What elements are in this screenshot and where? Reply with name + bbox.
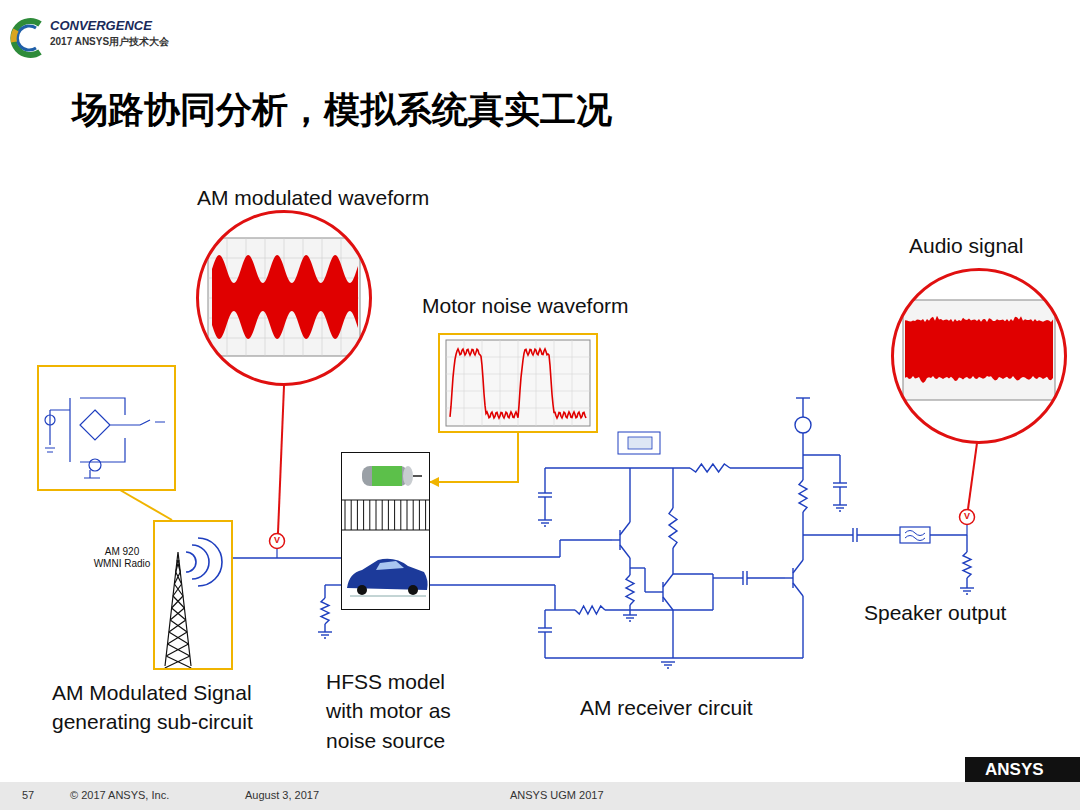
label: © 2017 ANSYS, Inc. [70, 789, 169, 802]
label: CONVERGENCE [50, 18, 152, 34]
label: 57 [22, 789, 34, 802]
filter-symbol [900, 527, 930, 543]
callout-arrow [430, 433, 518, 482]
signal-wire [233, 557, 341, 559]
subcircuit-inset [38, 366, 175, 490]
callout-text: AM modulated waveform [197, 185, 477, 210]
voltage-probe [270, 534, 285, 549]
plot-area [446, 340, 590, 426]
probe-block [628, 437, 652, 449]
plot-area [208, 238, 360, 356]
hfss-model-box: HFSS model with motor as noise source [341, 452, 430, 610]
motor-noise-waveform [450, 349, 586, 418]
hfss-pins [345, 500, 426, 530]
label: Speaker output [864, 600, 1006, 625]
label: V [963, 511, 971, 522]
leader-line [278, 386, 284, 533]
label: 2017 ANSYS用户技术大会 [50, 36, 169, 48]
label: AM receiver circuit [580, 695, 753, 720]
plot-area [903, 300, 1055, 400]
callout-text: AM Modulated Signal generating sub-circu… [52, 678, 292, 737]
callout-text: HFSS model with motor as noise source [326, 667, 471, 755]
label: August 3, 2017 [245, 789, 319, 802]
hfss-divider [341, 529, 430, 530]
logo-arc [17, 26, 36, 50]
callout-box: Motor noise waveform [438, 333, 598, 433]
logo-arc [13, 21, 40, 55]
probe-wire [966, 525, 967, 535]
label: ANSYS [985, 760, 1044, 780]
footer-band [0, 782, 1080, 810]
callout-text: Motor noise waveform [422, 293, 682, 318]
label: ANSYS UGM 2017 [510, 789, 604, 802]
antenna-tower [165, 552, 191, 668]
voltage-probe [960, 510, 975, 525]
car-picture [347, 559, 428, 596]
callout-text: AM 920 WMNI Radio [93, 546, 151, 570]
radio-waves [186, 538, 222, 586]
receiver-schematic [318, 398, 974, 668]
motor-picture [362, 466, 422, 486]
am-waveform [212, 255, 358, 339]
inset-leader [120, 490, 172, 520]
callout-text: Audio signal [909, 233, 1069, 258]
label: V [273, 535, 281, 546]
leader-line [968, 443, 977, 509]
hfss-divider [341, 499, 430, 500]
probe-block [618, 432, 660, 454]
callout-circle: Audio signal [891, 268, 1067, 444]
audio-waveform [905, 316, 1053, 383]
callout-circle: AM modulated waveform [196, 210, 372, 386]
subcircuit-wires [45, 398, 165, 478]
logo-tab [965, 757, 1080, 782]
filter-symbol [905, 531, 925, 541]
logo-arc [14, 30, 16, 42]
source-box: AM 920 WMNI RadioAM Modulated Signal gen… [153, 520, 233, 670]
probe-wire [276, 549, 277, 558]
slide-title: 场路协同分析，模拟系统真实工况 [72, 86, 612, 135]
